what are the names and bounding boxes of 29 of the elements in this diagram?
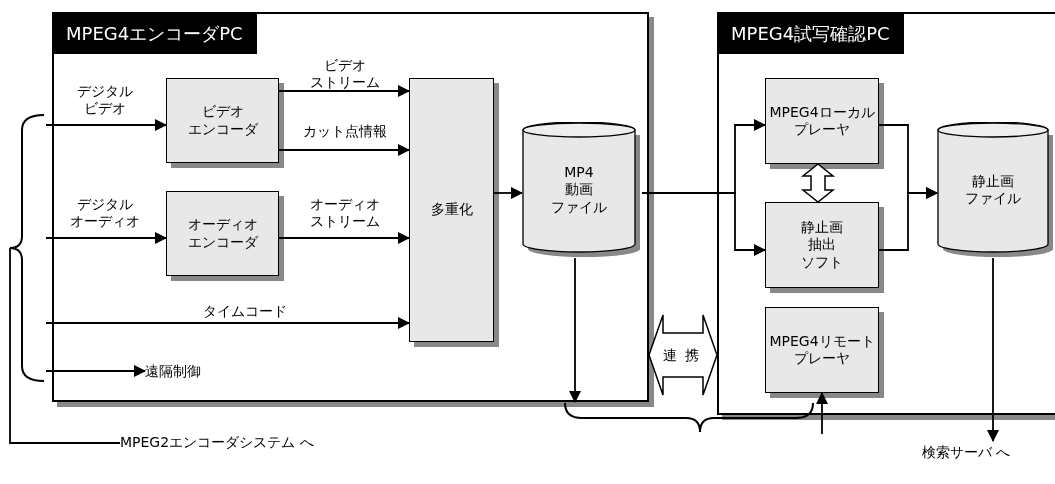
connector-line <box>9 247 121 444</box>
arrow <box>45 119 167 131</box>
arrow <box>816 392 828 435</box>
double-arrow <box>648 314 718 396</box>
edge-label: デジタルビデオ <box>77 83 133 117</box>
arrow <box>278 232 410 244</box>
arrow <box>45 317 410 329</box>
edge-label: 連 携 <box>662 346 702 364</box>
double-arrow <box>800 163 836 203</box>
brace <box>562 402 816 434</box>
destination-text: 検索サーバ へ <box>922 441 1052 465</box>
destination-text: 遠隔制御 <box>145 360 235 384</box>
panel-heading: MPEG4試写確認PC <box>719 14 904 54</box>
edge-label: ビデオストリーム <box>310 57 380 91</box>
arrow <box>493 187 523 199</box>
arrow <box>278 85 410 97</box>
arrow <box>569 257 581 403</box>
panel-heading: MPEG4エンコーダPC <box>54 14 257 54</box>
arrow <box>987 257 999 442</box>
brace <box>8 114 46 382</box>
arrow <box>45 232 167 244</box>
arrow <box>45 365 146 377</box>
edge-label: オーディオストリーム <box>310 196 380 230</box>
edge-label: デジタルオーディオ <box>70 196 140 230</box>
arrow <box>878 187 938 251</box>
arrow <box>278 144 410 156</box>
destination-text: MPEG2エンコーダシステム へ <box>120 431 370 455</box>
edge-label: タイムコード <box>203 302 287 320</box>
edge-label: カット点情報 <box>303 122 387 140</box>
